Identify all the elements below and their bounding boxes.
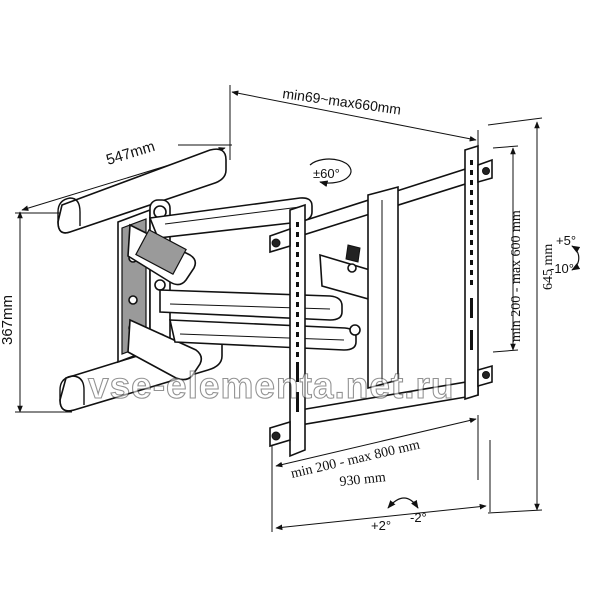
bracket-hole	[470, 200, 473, 205]
bracket-hole	[470, 330, 473, 350]
bracket-hole	[296, 282, 299, 287]
arm-length-label: 547mm	[104, 138, 157, 169]
dimension-lines	[15, 85, 543, 532]
bracket-hole	[296, 352, 299, 357]
rotate-plus-label: +2°	[371, 518, 391, 533]
bracket-hole	[296, 342, 299, 347]
bracket-hole	[470, 170, 473, 175]
bracket-hole	[296, 392, 299, 412]
bracket-hole	[296, 332, 299, 337]
bracket-hole	[470, 210, 473, 215]
plate-height-label: 367mm	[0, 295, 16, 345]
bracket-hole	[296, 302, 299, 307]
bracket-hole	[470, 298, 473, 318]
depth-range-label: min69~max660mm	[282, 85, 403, 117]
bracket-hole	[296, 232, 299, 237]
bracket-hole	[470, 260, 473, 265]
bracket-hole	[296, 222, 299, 227]
tilt-up-label: +5°	[556, 233, 576, 248]
watermark: vse-elementa.net.ru	[88, 365, 455, 406]
bracket-hole	[296, 292, 299, 297]
bracket-hole	[296, 252, 299, 257]
tv-bracket	[269, 144, 493, 458]
bracket-hole	[296, 322, 299, 327]
tilt-arrow-icon	[571, 245, 581, 271]
bracket-hole	[470, 280, 473, 285]
swivel-arrow-icon	[309, 158, 352, 188]
bracket-hole	[296, 262, 299, 267]
bracket-hole	[296, 312, 299, 317]
bracket-hole	[470, 220, 473, 225]
bracket-hole	[470, 240, 473, 245]
total-width-label: 930 mm	[339, 470, 387, 490]
bracket-hole	[470, 270, 473, 275]
bracket-hole	[296, 242, 299, 247]
swivel-label: ±60°	[313, 166, 340, 181]
vesa-vertical-label: min 200 - max 600 mm	[509, 210, 524, 342]
tilt-down-label: -10°	[550, 261, 574, 276]
bracket-hole	[296, 362, 299, 382]
bracket-hole	[296, 272, 299, 277]
bracket-hole	[470, 180, 473, 185]
bracket-hole	[470, 190, 473, 195]
bracket-holes	[296, 160, 473, 412]
bracket-hole	[470, 230, 473, 235]
bracket-hole	[470, 160, 473, 165]
rotate-minus-label: -2°	[410, 510, 427, 525]
total-height-label: 645 mm	[541, 244, 556, 290]
rotate-arrow-icon	[387, 497, 419, 509]
bracket-hole	[470, 250, 473, 255]
